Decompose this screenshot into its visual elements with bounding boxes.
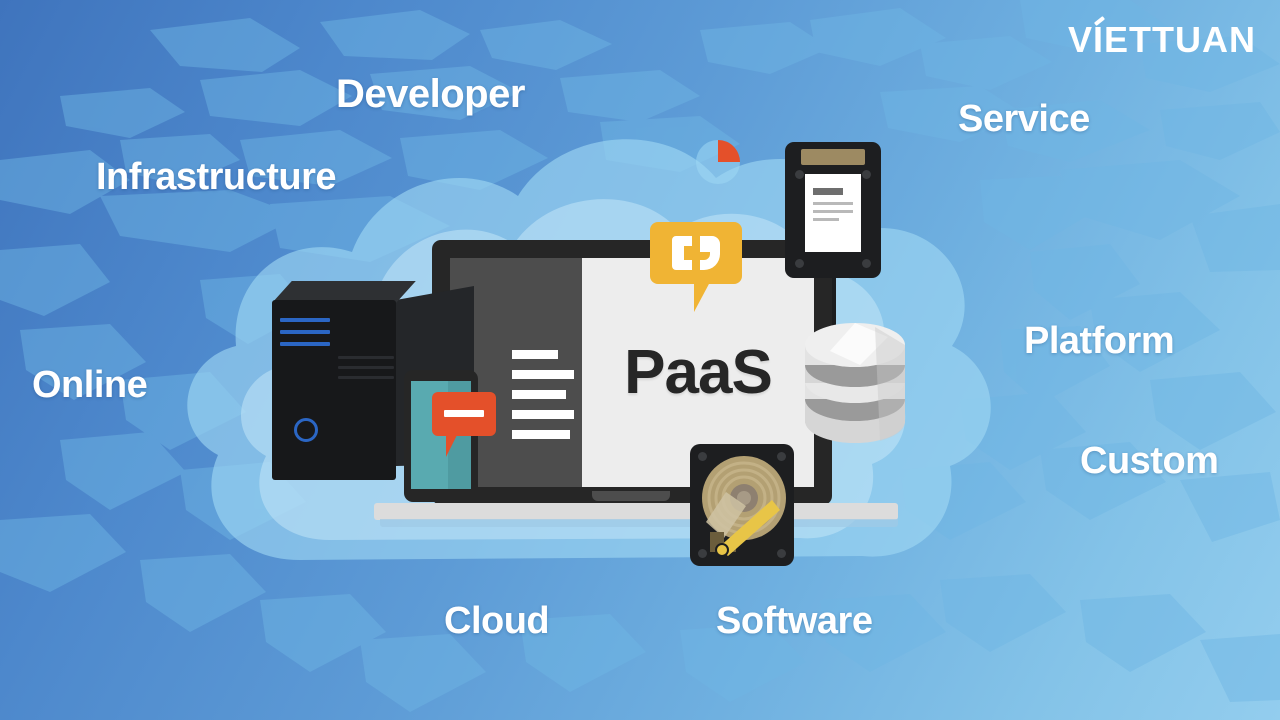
drive-screw [795, 259, 804, 268]
brand-logo-text: VIETTUAN [1068, 19, 1256, 60]
yellow-quote-bubble-icon [650, 222, 742, 312]
document-page-icon [805, 174, 861, 252]
server-tower [272, 300, 396, 480]
hdd-screw [698, 452, 707, 461]
server-vent [338, 376, 394, 379]
red-message-bubble-icon [432, 392, 496, 457]
bubble-tail [446, 435, 464, 457]
document-line [813, 210, 853, 213]
keyword-software: Software [716, 600, 873, 642]
keyword-platform: Platform [1024, 320, 1175, 362]
hdd-internals [702, 456, 786, 557]
bubble-tail [694, 282, 720, 312]
server-stripe [280, 342, 330, 346]
pie-chart-icon [696, 140, 740, 184]
bubble-dash-glyph [444, 410, 484, 417]
drive-connector [801, 149, 865, 165]
drive-screw [795, 170, 804, 179]
screen-text-bar [512, 410, 574, 419]
drive-screw [862, 170, 871, 179]
keyword-online: Online [32, 364, 148, 406]
screen-text-bar [512, 350, 558, 359]
keyword-cloud: Cloud [444, 600, 550, 642]
laptop-hinge-notch [592, 491, 670, 501]
quote-glyph-icon [672, 236, 720, 270]
smartphone-device [404, 370, 478, 502]
keyword-infrastructure: Infrastructure [96, 156, 337, 198]
document-line [813, 202, 853, 205]
power-button-icon[interactable] [294, 418, 318, 442]
laptop-base [374, 503, 898, 520]
server-stripe [280, 318, 330, 322]
paas-label: PaaS [624, 338, 773, 407]
screen-text-bar [512, 370, 574, 379]
document-line [813, 218, 839, 221]
document-heading-line [813, 188, 843, 195]
server-stripe [280, 330, 330, 334]
database-icon [805, 323, 905, 443]
hdd-screw [698, 549, 707, 558]
brand-logo[interactable]: VIETTUAN [1068, 16, 1256, 60]
keyword-custom: Custom [1080, 440, 1219, 482]
cable-ssd-stem [828, 270, 836, 310]
screen-text-bar [512, 390, 566, 399]
hdd-screw [777, 452, 786, 461]
screen-text-bar [512, 430, 570, 439]
keyword-service: Service [958, 98, 1090, 140]
storage-drive-device [785, 142, 881, 278]
keyword-developer: Developer [336, 72, 525, 116]
drive-screw [862, 259, 871, 268]
server-vent [338, 356, 394, 359]
server-vent [338, 366, 394, 369]
laptop-base-shadow [380, 519, 898, 527]
hard-disk-drive-icon [690, 444, 794, 566]
hdd-screw [777, 549, 786, 558]
